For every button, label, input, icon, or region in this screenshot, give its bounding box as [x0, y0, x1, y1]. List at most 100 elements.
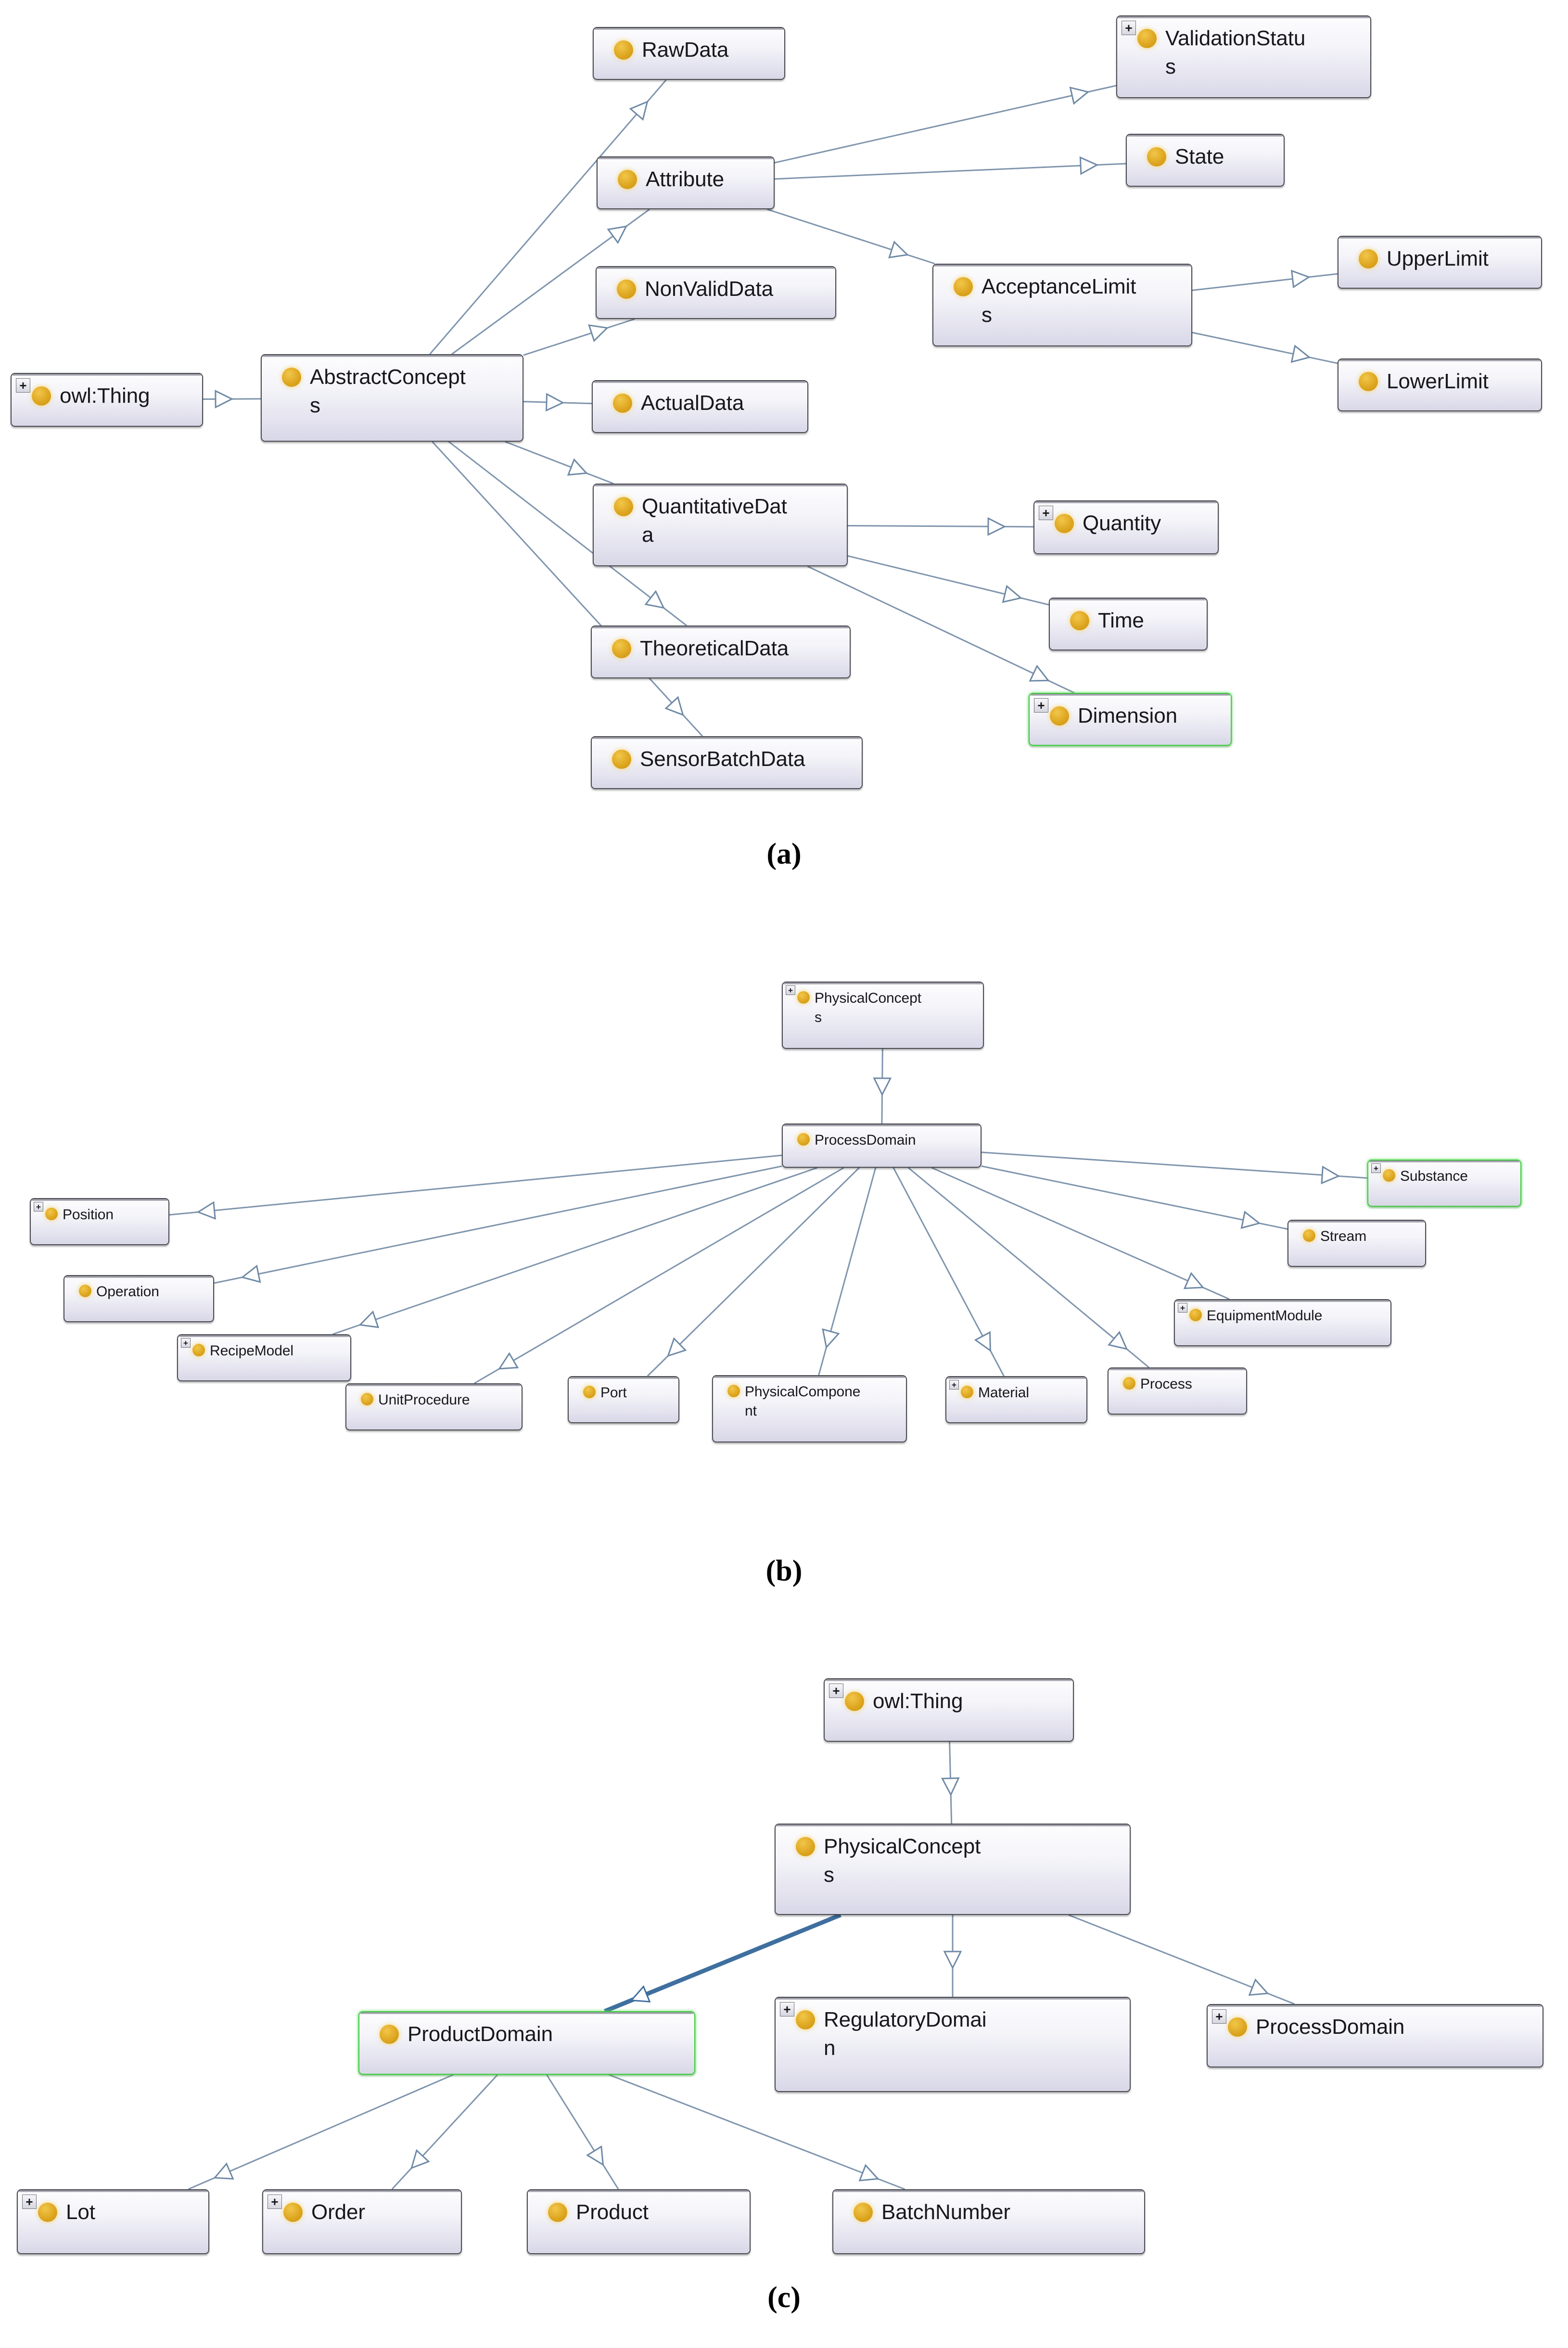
class-node-recipeModel[interactable]: + RecipeModel: [177, 1334, 351, 1381]
class-node-substance[interactable]: +Substance: [1367, 1160, 1521, 1207]
class-node-validationStatus[interactable]: +ValidationStatu s: [1116, 15, 1371, 98]
class-node-label: SensorBatchData: [640, 747, 805, 771]
class-node-label: TheoreticalData: [640, 637, 789, 660]
class-node-actualData[interactable]: ActualData: [592, 380, 808, 433]
class-node-position[interactable]: +Position: [30, 1198, 169, 1245]
expand-plus-icon[interactable]: +: [1122, 21, 1136, 35]
generalization-arrowhead: [567, 458, 588, 476]
generalization-arrowhead: [241, 1264, 261, 1283]
owl-class-icon: [1137, 29, 1157, 48]
class-node-lowerLimit[interactable]: LowerLimit: [1338, 358, 1542, 411]
owl-class-icon: [583, 1386, 596, 1398]
expand-plus-icon[interactable]: +: [786, 985, 795, 995]
owl-class-icon: [1228, 2017, 1247, 2037]
expand-plus-icon[interactable]: +: [1371, 1163, 1381, 1173]
class-node-abstractConcepts[interactable]: AbstractConcept s: [261, 354, 523, 442]
class-node-upperLimit[interactable]: UpperLimit: [1338, 236, 1542, 289]
class-node-attribute[interactable]: Attribute: [597, 156, 775, 209]
class-node-stream[interactable]: Stream: [1288, 1220, 1426, 1267]
class-node-productDomain[interactable]: ProductDomain: [358, 2011, 695, 2075]
class-node-dimension[interactable]: + Dimension: [1029, 693, 1232, 746]
class-node-order[interactable]: +Order: [262, 2189, 462, 2254]
class-node-acceptanceLimits[interactable]: AcceptanceLimit s: [932, 264, 1192, 346]
class-node-sensorBatchData[interactable]: SensorBatchData: [591, 736, 863, 789]
subclass-edge: [546, 2074, 619, 2190]
class-node-time[interactable]: Time: [1049, 598, 1208, 651]
expand-plus-icon[interactable]: +: [1039, 506, 1053, 520]
class-node-owlThing[interactable]: +owl:Thing: [11, 373, 203, 427]
class-node-label: RecipeModel: [210, 1343, 293, 1359]
class-node-physicalConceptsC[interactable]: PhysicalConcept s: [775, 1824, 1131, 1915]
owl-class-icon: [614, 497, 633, 516]
class-node-unitProcedure[interactable]: UnitProcedure: [345, 1383, 523, 1430]
owl-class-icon: [614, 40, 633, 60]
generalization-arrowhead: [888, 241, 909, 259]
generalization-arrowhead: [873, 1077, 892, 1097]
class-node-rawData[interactable]: RawData: [593, 27, 785, 80]
class-node-process[interactable]: Process: [1108, 1367, 1247, 1415]
class-node-label: Dimension: [1078, 704, 1177, 727]
subclass-edge: [214, 1165, 782, 1284]
class-node-equipmentModule[interactable]: +EquipmentModule: [1174, 1299, 1391, 1346]
class-node-physicalConceptsB[interactable]: +PhysicalConcept s: [782, 982, 984, 1049]
expand-plus-icon[interactable]: +: [22, 2195, 37, 2209]
class-node-lot[interactable]: +Lot: [17, 2189, 209, 2254]
expand-plus-icon[interactable]: +: [829, 1684, 843, 1698]
class-node-label: Material: [978, 1385, 1029, 1401]
expand-plus-icon[interactable]: +: [268, 2195, 282, 2209]
owl-class-icon: [1383, 1169, 1395, 1182]
generalization-arrowhead: [974, 1331, 991, 1352]
class-node-state[interactable]: State: [1126, 134, 1285, 187]
expand-plus-icon[interactable]: +: [16, 378, 30, 393]
subclass-edge: [981, 1151, 1368, 1179]
owl-class-icon: [1359, 372, 1378, 391]
class-node-product[interactable]: Product: [527, 2189, 751, 2254]
class-node-label: QuantitativeDat a: [642, 495, 787, 547]
generalization-arrowhead: [588, 324, 609, 343]
owl-class-icon: [618, 170, 637, 189]
class-node-operation[interactable]: Operation: [64, 1275, 214, 1322]
class-node-label: ActualData: [641, 391, 744, 415]
generalization-arrowhead: [358, 1310, 380, 1328]
owl-class-icon: [282, 368, 301, 387]
class-node-label: NonValidData: [645, 277, 774, 301]
expand-plus-icon[interactable]: +: [1178, 1303, 1187, 1313]
panel-caption-a: (a): [766, 838, 802, 870]
generalization-arrowhead: [858, 2164, 880, 2182]
class-node-regulatoryDomain[interactable]: +RegulatoryDomai n: [775, 1997, 1131, 2092]
class-node-material[interactable]: + Material: [945, 1376, 1087, 1423]
class-node-theoreticalData[interactable]: TheoreticalData: [591, 625, 851, 678]
expand-plus-icon[interactable]: +: [34, 1202, 43, 1212]
owl-class-icon: [192, 1344, 205, 1356]
generalization-arrowhead: [215, 390, 234, 408]
owl-class-icon: [796, 1837, 815, 1856]
expand-plus-icon[interactable]: +: [1034, 698, 1048, 713]
subclass-edge: [474, 1167, 844, 1384]
class-node-port[interactable]: Port: [568, 1376, 679, 1423]
class-node-owlThingC[interactable]: +owl:Thing: [824, 1678, 1074, 1742]
expand-plus-icon[interactable]: +: [780, 2002, 794, 2016]
class-node-processDomainB[interactable]: ProcessDomain: [782, 1123, 982, 1168]
class-node-quantity[interactable]: +Quantity: [1033, 500, 1219, 554]
class-node-batchNumber[interactable]: BatchNumber: [832, 2189, 1145, 2254]
owl-class-icon: [1055, 514, 1074, 533]
owl-class-icon: [1303, 1229, 1315, 1242]
expand-plus-icon[interactable]: +: [1212, 2009, 1226, 2024]
class-node-label: ProductDomain: [408, 2022, 553, 2046]
generalization-arrowhead: [607, 225, 628, 244]
owl-class-icon: [612, 639, 631, 658]
generalization-arrowhead: [630, 1985, 651, 2003]
generalization-arrowhead: [644, 590, 665, 609]
class-node-nonValidData[interactable]: NonValidData: [596, 266, 836, 319]
class-node-quantitativeData[interactable]: QuantitativeDat a: [593, 484, 848, 566]
owl-class-icon: [38, 2203, 57, 2222]
class-node-processDomainC[interactable]: +ProcessDomain: [1207, 2004, 1543, 2067]
subclass-edge: [1192, 332, 1338, 364]
generalization-arrowhead: [213, 2162, 234, 2180]
generalization-arrowhead: [943, 1951, 962, 1970]
owl-class-icon: [845, 1692, 864, 1711]
expand-plus-icon[interactable]: +: [949, 1380, 959, 1390]
class-node-label: PhysicalConcept s: [824, 1835, 981, 1887]
expand-plus-icon[interactable]: +: [181, 1338, 191, 1348]
class-node-physicalComponent[interactable]: PhysicalCompone nt: [712, 1375, 907, 1442]
